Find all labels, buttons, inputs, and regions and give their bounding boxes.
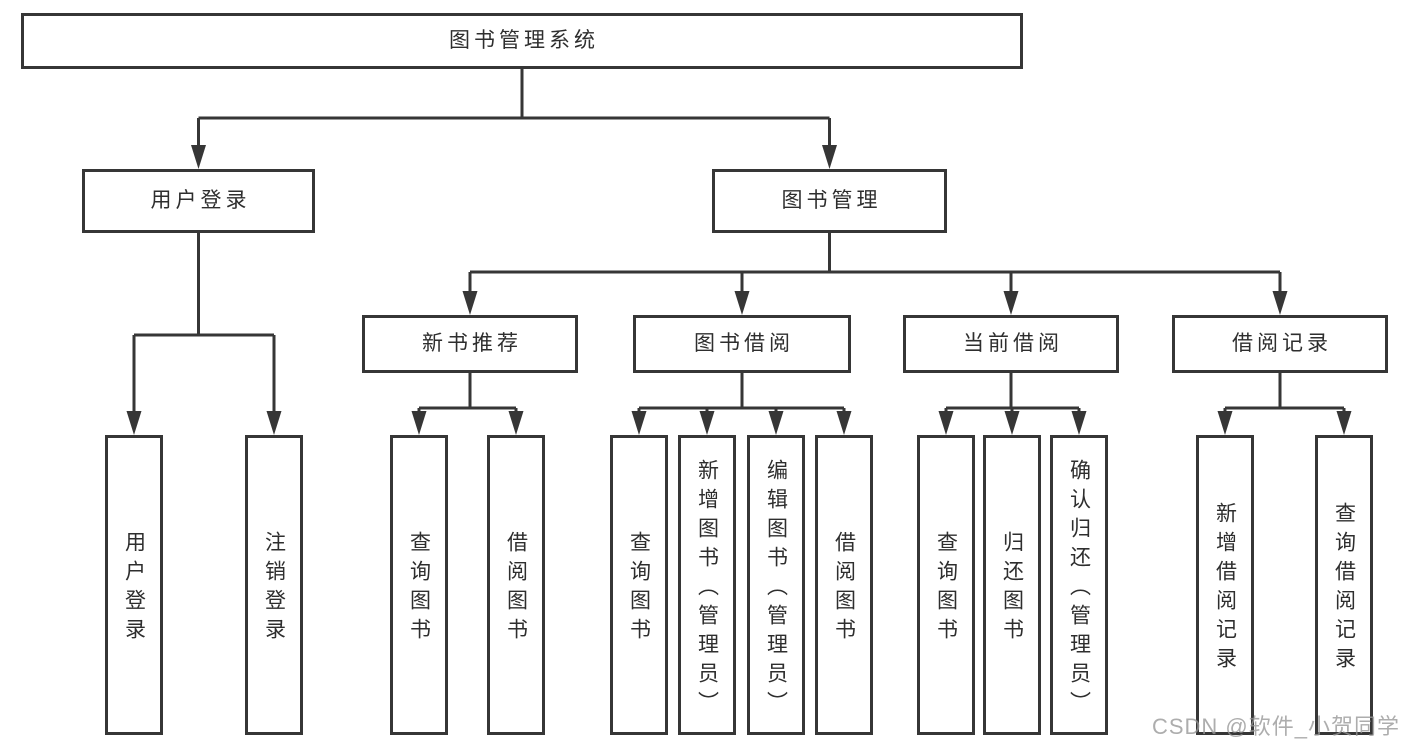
leaf-query-books-borrowing-label: 查询图书 (627, 531, 651, 647)
leaf-user-login: 用户登录 (105, 435, 163, 735)
csdn-watermark: CSDN @软件_小贺同学 (1151, 714, 1400, 739)
leaf-edit-book-admin-label: 编辑图书（管理员） (764, 458, 788, 720)
node-current-borrowing-label: 当前借阅 (963, 332, 1063, 356)
leaf-return-book: 归还图书 (983, 435, 1041, 735)
leaf-query-books-recommend-label: 查询图书 (407, 531, 431, 647)
arrowhead-icon (411, 411, 427, 435)
leaf-logout: 注销登录 (245, 435, 303, 735)
leaf-query-books-current: 查询图书 (917, 435, 975, 735)
arrowhead-icon (1217, 411, 1233, 435)
leaf-confirm-return-admin-label: 确认归还（管理员） (1067, 458, 1091, 720)
leaf-query-books-borrowing: 查询图书 (610, 435, 668, 735)
node-user-login-label: 用户登录 (150, 189, 251, 213)
leaf-user-login-label: 用户登录 (122, 531, 146, 647)
connector-current-borrow-to-leaves (944, 373, 1081, 416)
node-book-borrowing-label: 图书借阅 (694, 332, 794, 356)
arrowhead-icon (1272, 291, 1288, 315)
node-user-login: 用户登录 (82, 169, 315, 233)
node-borrow-records-label: 借阅记录 (1232, 332, 1332, 356)
arrowhead-icon (768, 411, 784, 435)
leaf-add-book-admin: 新增图书（管理员） (678, 435, 736, 735)
arrowhead-icon (836, 411, 852, 435)
arrowhead-icon (734, 291, 750, 315)
node-book-management-label: 图书管理 (781, 189, 882, 213)
arrowhead-icon (191, 145, 206, 169)
leaf-edit-book-admin: 编辑图书（管理员） (747, 435, 805, 735)
arrowhead-icon (1003, 291, 1019, 315)
arrowhead-icon (1071, 411, 1087, 435)
arrowhead-icon (266, 411, 282, 435)
connector-borrow-records-to-leaves (1223, 373, 1346, 416)
arrowhead-icon (1336, 411, 1352, 435)
arrowhead-icon (126, 411, 142, 435)
leaf-borrow-books-label: 借阅图书 (832, 531, 856, 647)
leaf-add-borrow-record: 新增借阅记录 (1196, 435, 1254, 735)
node-new-book-recommend: 新书推荐 (362, 315, 578, 373)
leaf-add-borrow-record-label: 新增借阅记录 (1213, 502, 1237, 676)
connector-new-book-rec-to-leaves (417, 373, 518, 416)
arrowhead-icon (822, 145, 837, 169)
node-current-borrowing: 当前借阅 (903, 315, 1119, 373)
node-root: 图书管理系统 (21, 13, 1023, 69)
arrowhead-icon (1004, 411, 1020, 435)
leaf-query-borrow-record: 查询借阅记录 (1315, 435, 1373, 735)
arrowheads (126, 145, 1352, 435)
node-borrow-records: 借阅记录 (1172, 315, 1388, 373)
arrowhead-icon (508, 411, 524, 435)
leaf-borrow-books-recommend: 借阅图书 (487, 435, 545, 735)
connector-book-borrow-to-leaves (637, 373, 846, 416)
arrowhead-icon (938, 411, 954, 435)
arrowhead-icon (462, 291, 478, 315)
node-book-borrowing: 图书借阅 (633, 315, 851, 373)
arrowhead-icon (631, 411, 647, 435)
leaf-logout-label: 注销登录 (262, 531, 286, 647)
leaf-query-books-recommend: 查询图书 (390, 435, 448, 735)
leaf-borrow-books: 借阅图书 (815, 435, 873, 735)
leaf-return-book-label: 归还图书 (1000, 531, 1024, 647)
arrowhead-icon (699, 411, 715, 435)
leaf-query-borrow-record-label: 查询借阅记录 (1332, 502, 1356, 676)
connector-book-management-to-level3 (468, 233, 1282, 296)
leaf-confirm-return-admin: 确认归还（管理员） (1050, 435, 1108, 735)
node-root-label: 图书管理系统 (449, 29, 599, 53)
node-book-management: 图书管理 (712, 169, 947, 233)
leaf-borrow-books-recommend-label: 借阅图书 (504, 531, 528, 647)
leaf-add-book-admin-label: 新增图书（管理员） (695, 458, 719, 720)
connector-user-login-to-leaves (132, 233, 276, 416)
node-new-book-recommend-label: 新书推荐 (422, 332, 522, 356)
connector-root-to-level2 (197, 69, 831, 150)
leaf-query-books-current-label: 查询图书 (934, 531, 958, 647)
